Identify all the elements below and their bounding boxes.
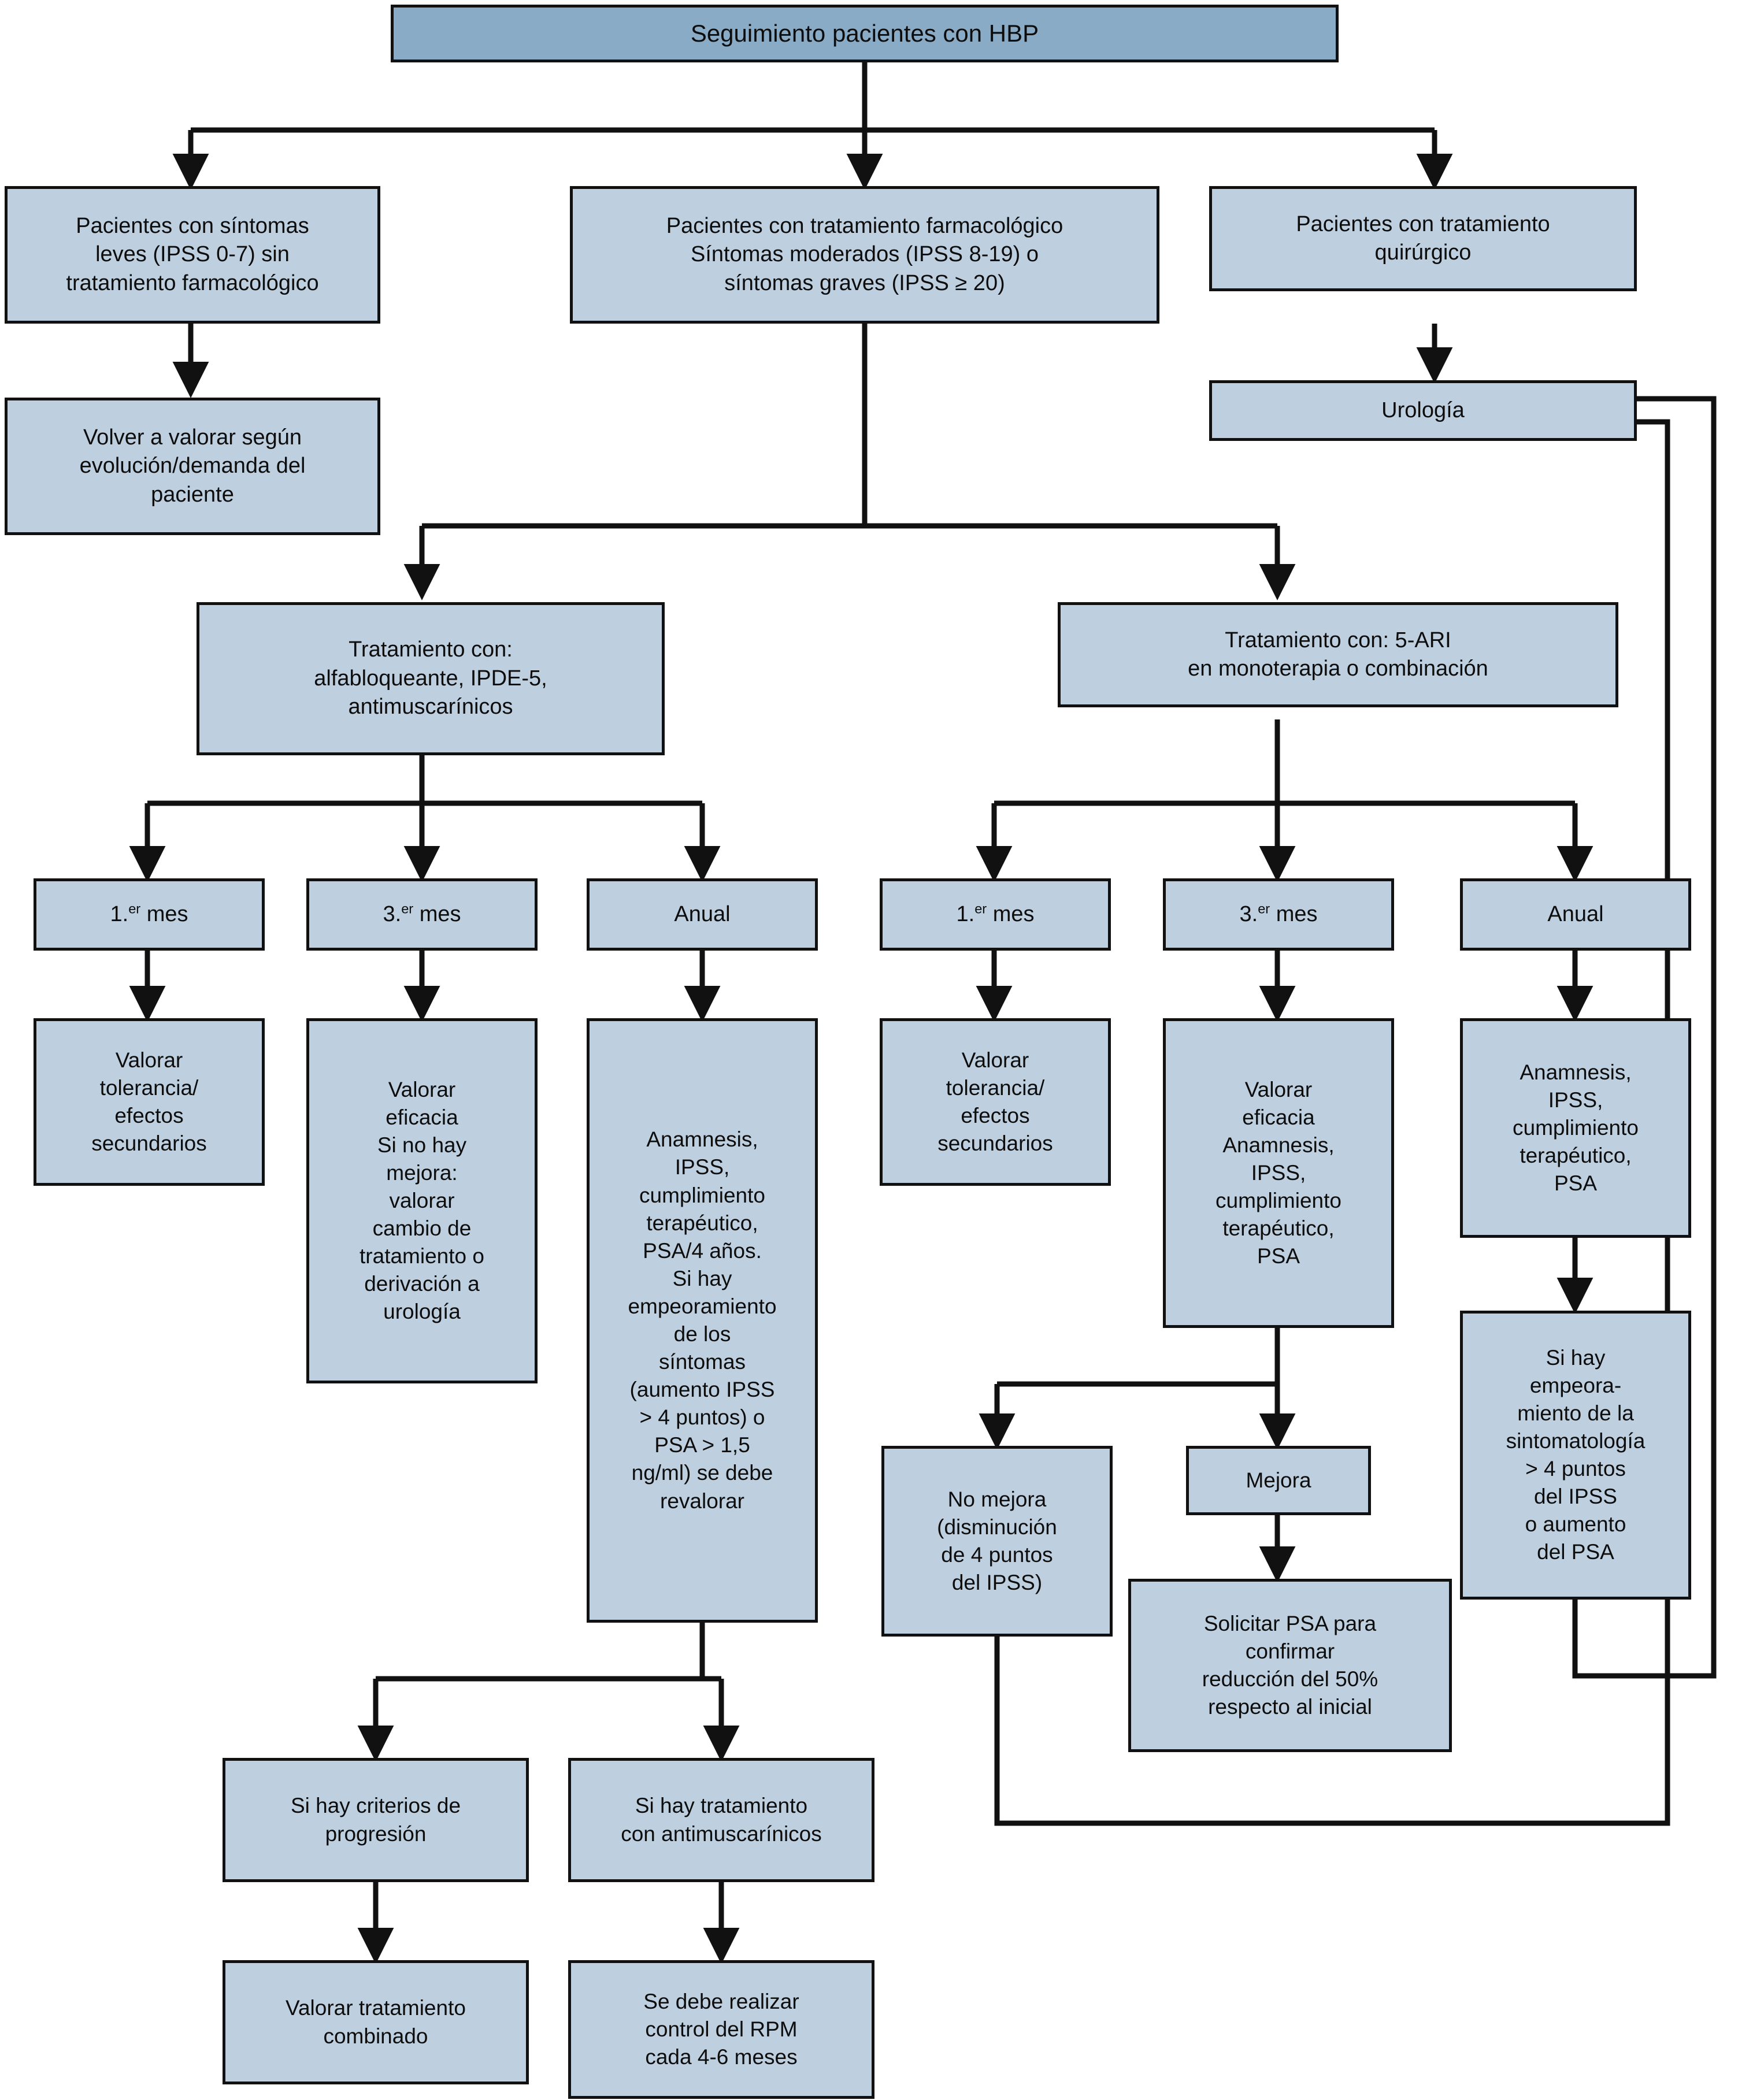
node-reassess[interactable]: Volver a valorar según evolución/demanda… — [5, 398, 380, 535]
node-right-month-3-detail[interactable]: Valorar eficacia Anamnesis, IPSS, cumpli… — [1163, 1018, 1394, 1328]
node-right-annual-worsening[interactable]: Si hay empeora- miento de la sintomatolo… — [1460, 1311, 1691, 1600]
node-left-month-1[interactable]: 1.er mes — [34, 878, 265, 951]
right-month-3-text: 3.er mes — [1239, 901, 1318, 926]
node-root-title[interactable]: Seguimiento pacientes con HBP — [391, 5, 1339, 62]
node-urology[interactable]: Urología — [1209, 380, 1637, 441]
ordinal-sup: er — [1258, 901, 1270, 917]
node-surgical-treatment[interactable]: Pacientes con tratamiento quirúrgico — [1209, 186, 1637, 291]
ordinal-sup: er — [974, 901, 987, 917]
node-left-month-3-detail[interactable]: Valorar eficacia Si no hay mejora: valor… — [306, 1018, 538, 1383]
node-right-month-3[interactable]: 3.er mes — [1163, 878, 1394, 951]
node-right-annual-detail[interactable]: Anamnesis, IPSS, cumplimiento terapéutic… — [1460, 1018, 1691, 1238]
node-left-month-3[interactable]: 3.er mes — [306, 878, 538, 951]
node-left-month-1-detail[interactable]: Valorar tolerancia/ efectos secundarios — [34, 1018, 265, 1186]
node-right-month-1-detail[interactable]: Valorar tolerancia/ efectos secundarios — [880, 1018, 1111, 1186]
node-pharmacological-treatment[interactable]: Pacientes con tratamiento farmacológico … — [570, 186, 1159, 324]
ordinal-sup: er — [401, 901, 414, 917]
right-month-1-text: 1.er mes — [956, 901, 1035, 926]
node-mild-symptoms[interactable]: Pacientes con síntomas leves (IPSS 0-7) … — [5, 186, 380, 324]
node-antimuscarinic-treatment[interactable]: Si hay tratamiento con antimuscarínicos — [568, 1758, 874, 1882]
node-request-psa[interactable]: Solicitar PSA para confirmar reducción d… — [1128, 1579, 1452, 1752]
left-month-1-text: 1.er mes — [110, 901, 188, 926]
node-no-improvement[interactable]: No mejora (disminución de 4 puntos del I… — [881, 1446, 1113, 1637]
node-combined-treatment[interactable]: Valorar tratamiento combinado — [223, 1960, 529, 2084]
ordinal-sup: er — [128, 901, 141, 917]
node-left-annual[interactable]: Anual — [587, 878, 818, 951]
node-left-annual-detail[interactable]: Anamnesis, IPSS, cumplimiento terapéutic… — [587, 1018, 818, 1623]
node-right-annual[interactable]: Anual — [1460, 878, 1691, 951]
node-progression-criteria[interactable]: Si hay criterios de progresión — [223, 1758, 529, 1882]
node-rpm-control[interactable]: Se debe realizar control del RPM cada 4-… — [568, 1960, 874, 2099]
node-treatment-right[interactable]: Tratamiento con: 5-ARI en monoterapia o … — [1058, 602, 1618, 707]
left-month-3-text: 3.er mes — [383, 901, 461, 926]
node-treatment-left[interactable]: Tratamiento con: alfabloqueante, IPDE-5,… — [197, 602, 665, 755]
node-improvement[interactable]: Mejora — [1186, 1446, 1371, 1515]
node-right-month-1[interactable]: 1.er mes — [880, 878, 1111, 951]
